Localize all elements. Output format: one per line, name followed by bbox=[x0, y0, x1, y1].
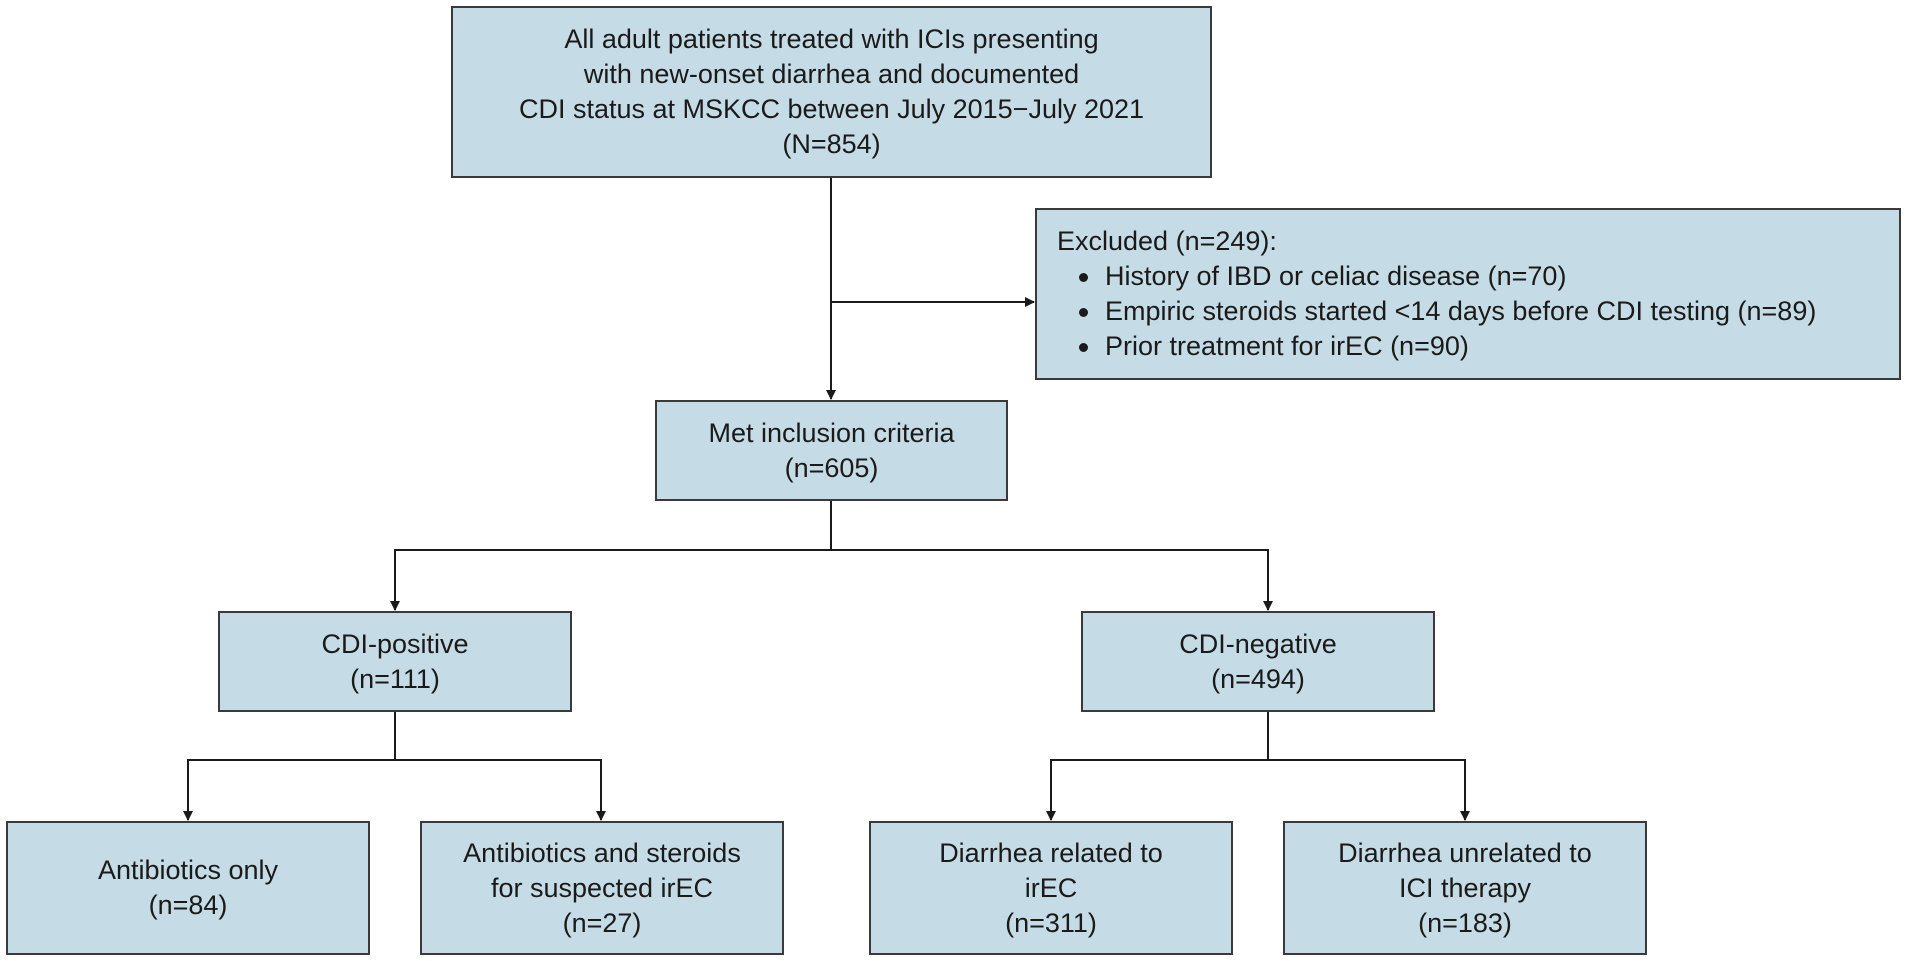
diarrhea-unrelated-box: Diarrhea unrelated to ICI therapy (n=183… bbox=[1283, 821, 1647, 955]
excluded-list: History of IBD or celiac disease (n=70) … bbox=[1057, 259, 1816, 364]
start-line-3: CDI status at MSKCC between July 2015−Ju… bbox=[518, 94, 1145, 124]
antibiotics-steroids-box: Antibiotics and steroids for suspected i… bbox=[420, 821, 784, 955]
connector-negative-split-left bbox=[1046, 712, 1269, 821]
start-population-box: All adult patients treated with ICIs pre… bbox=[451, 6, 1212, 178]
diarrhea-unrelated-line-1: Diarrhea unrelated to bbox=[1338, 837, 1592, 868]
diarrhea-unrelated-line-2: ICI therapy bbox=[1398, 872, 1532, 903]
antibiotics-only-box: Antibiotics only (n=84) bbox=[6, 821, 370, 955]
diarrhea-related-count: (n=311) bbox=[1005, 907, 1097, 938]
diarrhea-related-line-1: Diarrhea related to bbox=[939, 837, 1163, 868]
inclusion-label: Met inclusion criteria bbox=[708, 417, 955, 448]
excluded-item: History of IBD or celiac disease (n=70) bbox=[1078, 259, 1816, 294]
connector-positive-split-right bbox=[395, 759, 606, 821]
connector-positive-split-left bbox=[183, 712, 396, 821]
start-count: (N=854) bbox=[782, 129, 881, 159]
antibiotics-steroids-line-2: for suspected irEC bbox=[490, 872, 714, 903]
cdi-negative-label: CDI-negative bbox=[1179, 628, 1337, 659]
antibiotics-only-label: Antibiotics only bbox=[97, 855, 279, 885]
connector-negative-split-right bbox=[1268, 759, 1470, 821]
connector-inclusion-to-negative bbox=[831, 549, 1273, 611]
diarrhea-unrelated-count: (n=183) bbox=[1418, 907, 1512, 938]
cdi-positive-label: CDI-positive bbox=[321, 628, 469, 659]
inclusion-box: Met inclusion criteria (n=605) bbox=[655, 400, 1008, 501]
diarrhea-related-box: Diarrhea related to irEC (n=311) bbox=[869, 821, 1233, 955]
cdi-positive-box: CDI-positive (n=111) bbox=[218, 611, 572, 712]
antibiotics-steroids-count: (n=27) bbox=[562, 907, 642, 938]
excluded-item: Empiric steroids started <14 days before… bbox=[1078, 294, 1816, 329]
excluded-title: Excluded (n=249): bbox=[1057, 226, 1277, 256]
start-line-1: All adult patients treated with ICIs pre… bbox=[564, 24, 1099, 54]
cdi-negative-box: CDI-negative (n=494) bbox=[1081, 611, 1435, 712]
excluded-item: Prior treatment for irEC (n=90) bbox=[1078, 329, 1816, 364]
start-line-2: with new-onset diarrhea and documented bbox=[583, 59, 1080, 89]
cdi-positive-count: (n=111) bbox=[350, 663, 440, 694]
diarrhea-related-line-2: irEC bbox=[1024, 872, 1078, 903]
antibiotics-only-count: (n=84) bbox=[148, 890, 228, 920]
cdi-negative-count: (n=494) bbox=[1211, 663, 1305, 694]
antibiotics-steroids-line-1: Antibiotics and steroids bbox=[463, 837, 741, 868]
connector-inclusion-split bbox=[390, 501, 832, 611]
inclusion-count: (n=605) bbox=[784, 452, 879, 483]
excluded-box: Excluded (n=249): History of IBD or celi… bbox=[1035, 208, 1901, 380]
